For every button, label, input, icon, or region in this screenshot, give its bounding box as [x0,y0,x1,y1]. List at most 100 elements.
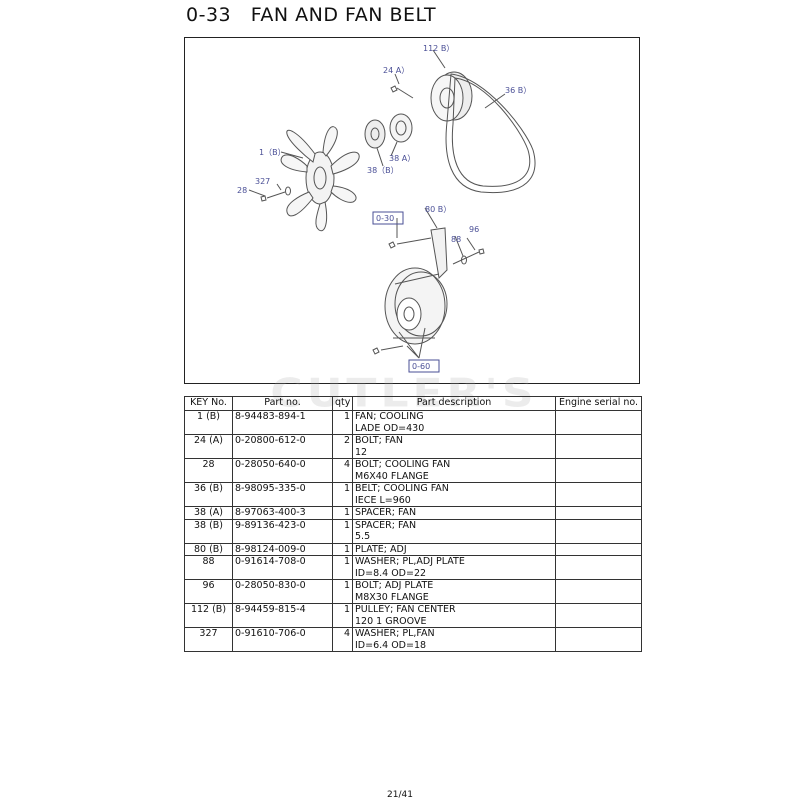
cooling-fan-drawing [280,126,360,232]
exploded-parts-diagram: 112 B） 24 A） 36 B） 1（B） 327 28 38 A） 38（… [184,37,640,384]
engine-serial-cell [555,482,642,507]
engine-serial-cell [555,627,642,652]
key-cell: 36 (B) [184,482,233,507]
key-cell: 88 [184,555,233,580]
engine-serial-cell [555,555,642,580]
description-line: BOLT; FAN [355,435,404,447]
description-line: BOLT; COOLING FAN [355,459,451,471]
callout-0-60: 0-60 [412,362,430,371]
part-no-cell: 8-98095-335-0 [232,482,333,507]
description-line: M6X40 FLANGE [355,470,429,482]
header-part-no: Part no. [232,396,333,411]
engine-serial-cell [555,506,642,520]
callout-327: 327 [255,177,270,186]
header-qty: qty [332,396,353,411]
description-line: IECE L=960 [355,494,411,506]
description-line: PLATE; ADJ [355,543,407,555]
key-cell: 28 [184,458,233,483]
description-line: ID=6.4 OD=18 [355,639,427,651]
engine-serial-cell [555,518,642,544]
engine-serial-cell [555,458,642,483]
ref-box-0-60 [408,359,440,373]
qty-cell: 1 [332,579,353,604]
part-no-cell: 0-20800-612-0 [232,434,333,459]
callout-38b: 38（B） [367,166,399,175]
engine-serial-cell [555,434,642,459]
qty-cell: 1 [332,410,353,435]
description-line: SPACER; FAN [355,507,417,518]
description-line: 120 1 GROOVE [355,615,427,627]
key-cell: 38 (A) [184,506,233,520]
key-cell: 327 [184,627,233,652]
part-no-cell: 8-97063-400-3 [232,506,333,520]
description-line: BOLT; ADJ PLATE [355,580,434,592]
engine-serial-cell [555,579,642,604]
key-cell: 38 (B) [184,518,233,544]
description-line: LADE OD=430 [355,422,425,434]
key-cell: 80 (B) [184,542,233,556]
qty-cell: 1 [332,542,353,556]
engine-serial-cell [555,410,642,435]
callout-88: 88 [451,235,461,244]
part-no-cell: 8-94483-894-1 [232,410,333,435]
qty-cell: 4 [332,458,353,483]
qty-cell: 1 [332,555,353,580]
qty-cell: 4 [332,627,353,652]
part-no-cell: 0-28050-830-0 [232,579,333,604]
key-cell: 112 (B) [184,603,233,628]
qty-cell: 1 [332,518,353,544]
qty-cell: 1 [332,603,353,628]
ref-box-0-30 [372,211,404,225]
callout-38a: 38 A） [389,154,415,163]
engine-serial-cell [555,542,642,556]
description-line: ID=8.4 OD=22 [355,567,427,579]
qty-cell: 1 [332,482,353,507]
part-no-cell: 9-89136-423-0 [232,518,333,544]
callout-24a: 24 A） [383,66,409,75]
parts-table-header-row: KEY No. Part no. qty Part description En… [184,396,642,411]
description-line: FAN; COOLING [355,411,424,423]
key-cell: 1 (B) [184,410,233,435]
description-line: M8X30 FLANGE [355,591,429,603]
qty-cell: 2 [332,434,353,459]
description-line: 5.5 [355,531,371,542]
callout-36b: 36 B） [505,86,531,95]
description-line: PULLEY; FAN CENTER [355,604,456,616]
description-line: WASHER; PL,FAN [355,628,435,640]
callout-1b: 1（B） [259,148,286,157]
callout-0-30: 0-30 [376,214,394,223]
diagram-drawing: 112 B） 24 A） 36 B） 1（B） 327 28 38 A） 38（… [237,44,536,373]
parts-table: KEY No. Part no. qty Part description En… [184,396,642,652]
part-no-cell: 8-94459-815-4 [232,603,333,628]
callout-96: 96 [469,225,479,234]
callout-28: 28 [237,186,247,195]
callout-80b: 80 B） [425,205,451,214]
description-line: SPACER; FAN [355,519,417,531]
qty-cell: 1 [332,506,353,520]
part-no-cell: 8-98124-009-0 [232,542,333,556]
key-cell: 96 [184,579,233,604]
header-key-no: KEY No. [184,396,233,411]
description-line: 12 [355,446,368,458]
page-title: 0-33 FAN AND FAN BELT [186,4,437,26]
engine-serial-cell [555,603,642,628]
